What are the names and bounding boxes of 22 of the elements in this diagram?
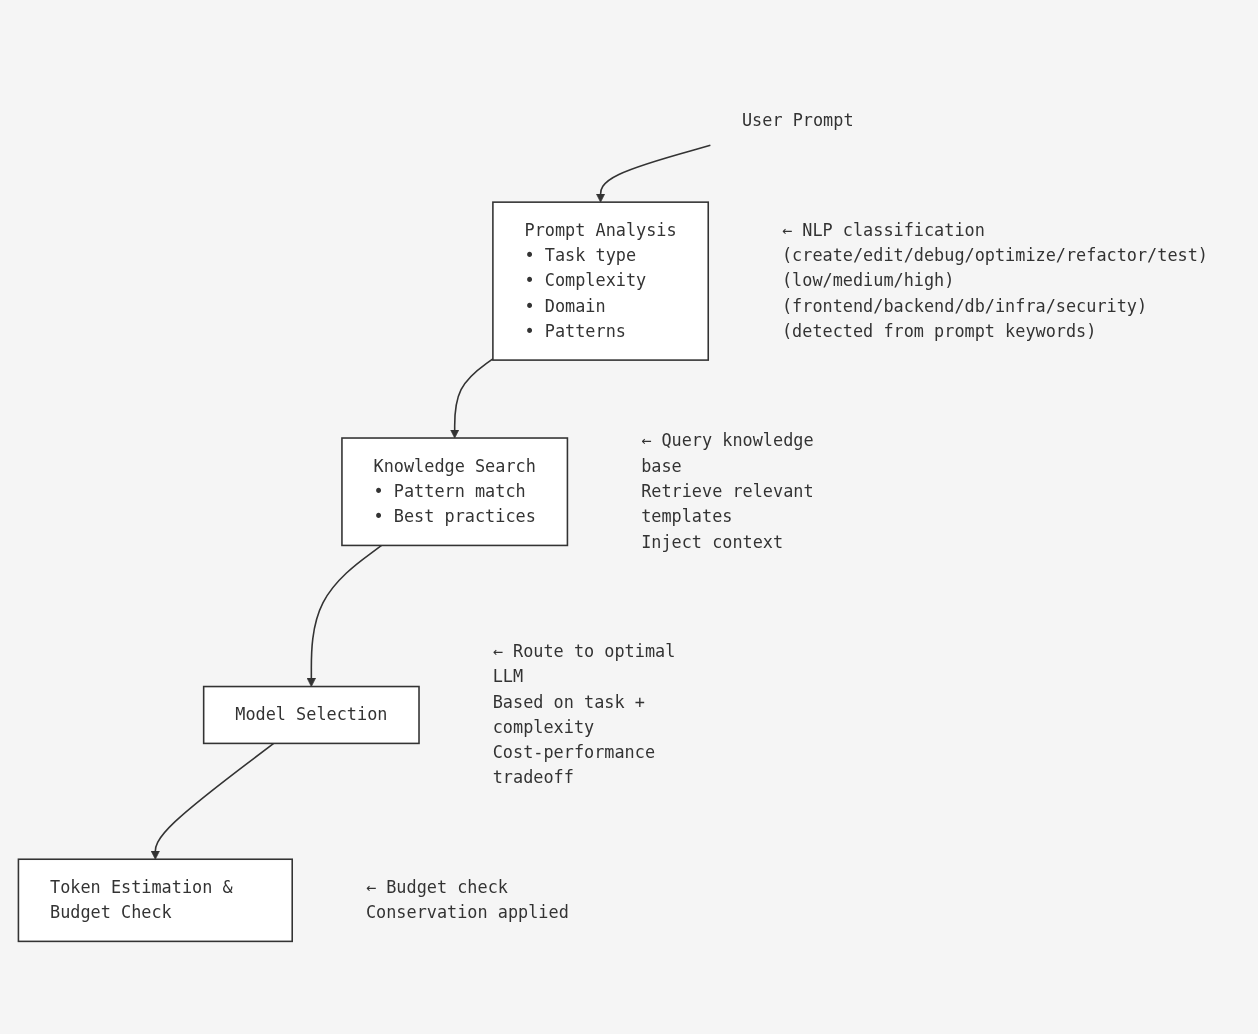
node-label: (create/edit/debug/optimize/refactor/test) <box>781 245 1208 266</box>
node-label: Based on task + complexity <box>492 691 645 738</box>
node-label: ← Route to optimal LLM <box>492 641 676 687</box>
node-text: User Prompt <box>741 110 854 131</box>
node-label: ← Query knowledge base <box>641 430 814 476</box>
node-label: (detected from prompt keywords) <box>781 321 1097 342</box>
node-box: Model Selection <box>202 685 420 745</box>
node-label: Inject context <box>641 531 784 552</box>
node-label: ← Budget check <box>365 877 508 898</box>
arrow <box>150 742 275 860</box>
node-box: Token Estimation & Budget Check <box>17 858 293 943</box>
arrow <box>595 144 712 203</box>
arrow <box>450 358 494 439</box>
node-box: Prompt Analysis • Task type • Complexity • Domain • Patterns <box>492 201 710 361</box>
node-label: Cost-performance tradeoff <box>492 742 656 788</box>
node-label: ← NLP classification <box>781 220 985 241</box>
node-label: Retrieve relevant templates <box>641 481 814 527</box>
node-label: (frontend/backend/db/infra/security) <box>781 295 1148 316</box>
node-box: Knowledge Search • Pattern match • Best practices <box>341 437 569 547</box>
node-label: (low/medium/high) <box>781 270 955 291</box>
arrow <box>306 544 383 687</box>
node-label: Conservation applied <box>365 902 569 923</box>
